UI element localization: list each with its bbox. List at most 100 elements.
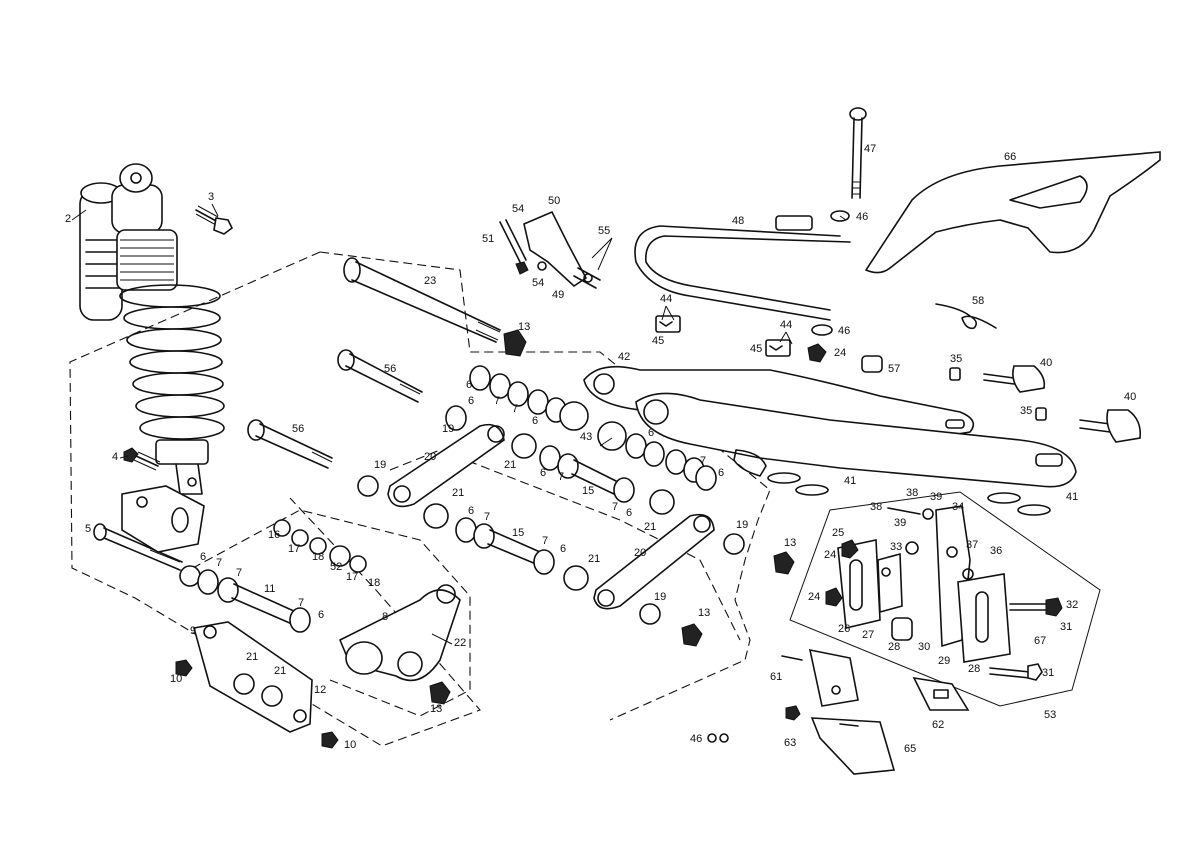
bushing-row-43 xyxy=(597,421,717,491)
label-12: 12 xyxy=(314,684,326,696)
spindle-23 xyxy=(343,257,527,357)
label-19c: 19 xyxy=(654,591,666,603)
pad-41c xyxy=(987,492,1021,504)
label-24b: 24 xyxy=(824,549,836,561)
brake-bracket xyxy=(499,210,601,289)
link-20-upper xyxy=(387,423,505,508)
label-22: 22 xyxy=(454,637,466,649)
label-33: 33 xyxy=(890,541,902,553)
label-67: 67 xyxy=(1034,635,1046,647)
label-2: 2 xyxy=(65,213,71,225)
label-7d: 7 xyxy=(542,535,548,547)
label-42: 42 xyxy=(618,351,630,363)
label-6h: 6 xyxy=(540,467,546,479)
label-41a: 41 xyxy=(844,475,856,487)
label-6i: 6 xyxy=(626,507,632,519)
label-7b: 7 xyxy=(298,597,304,609)
label-50: 50 xyxy=(548,195,560,207)
label-7i: 7 xyxy=(700,455,706,467)
label-27: 27 xyxy=(862,629,874,641)
label-6j: 6 xyxy=(648,427,654,439)
label-35a: 35 xyxy=(950,353,962,365)
pad-41d xyxy=(1017,504,1051,516)
label-46c: 46 xyxy=(690,733,702,745)
label-21b: 21 xyxy=(274,665,286,677)
label-45a: 45 xyxy=(652,335,664,347)
label-6k: 6 xyxy=(718,467,724,479)
label-15a: 15 xyxy=(512,527,524,539)
label-7f: 7 xyxy=(512,403,518,415)
pad-41b xyxy=(795,484,829,496)
bushing-row-middle xyxy=(423,503,589,591)
bushing-row-center xyxy=(511,433,675,515)
label-21c: 21 xyxy=(452,487,464,499)
shock-absorber xyxy=(79,163,225,495)
group-outline-53 xyxy=(789,491,1101,707)
label-10b: 10 xyxy=(344,739,356,751)
chain-guide-48 xyxy=(634,215,851,363)
label-6g: 6 xyxy=(532,415,538,427)
group-outline-center xyxy=(319,251,771,721)
label-10a: 10 xyxy=(170,673,182,685)
side-plate xyxy=(175,621,339,749)
swing-arm-42 xyxy=(583,365,1077,488)
label-21a: 21 xyxy=(246,651,258,663)
plate-27 xyxy=(877,552,903,614)
label-7e: 7 xyxy=(494,395,500,407)
label-54b: 54 xyxy=(532,277,544,289)
bushing-row-lower-left xyxy=(179,519,367,633)
label-39a: 39 xyxy=(930,491,942,503)
label-19d: 19 xyxy=(736,519,748,531)
label-5: 5 xyxy=(85,523,91,535)
label-40b: 40 xyxy=(1124,391,1136,403)
label-45b: 45 xyxy=(750,343,762,355)
bracket-61 xyxy=(781,648,859,707)
group-outline-link xyxy=(389,449,741,641)
label-13a: 13 xyxy=(430,703,442,715)
label-66: 66 xyxy=(1004,151,1016,163)
spring-clip-58 xyxy=(935,303,997,330)
label-8: 8 xyxy=(382,611,388,623)
bolt-38-39 xyxy=(887,507,934,520)
pad-41a xyxy=(767,472,801,484)
bolt-56a xyxy=(337,349,423,403)
label-62: 62 xyxy=(932,719,944,731)
label-35b: 35 xyxy=(1020,405,1032,417)
label-24a: 24 xyxy=(834,347,846,359)
label-7g: 7 xyxy=(558,471,564,483)
label-21f: 21 xyxy=(644,521,656,533)
label-25: 25 xyxy=(832,527,844,539)
label-46b: 46 xyxy=(838,325,850,337)
label-24c: 24 xyxy=(808,591,820,603)
plate-62 xyxy=(912,676,970,711)
bolt-56b xyxy=(247,419,333,469)
adjuster-plate-26b xyxy=(935,505,1011,663)
label-7c: 7 xyxy=(484,511,490,523)
bolt-32 xyxy=(1009,597,1063,617)
bolt-4 xyxy=(123,447,161,471)
bracket-plate xyxy=(121,485,205,553)
label-6e: 6 xyxy=(466,379,472,391)
label-37: 37 xyxy=(966,539,978,551)
label-47: 47 xyxy=(864,143,876,155)
label-43: 43 xyxy=(580,431,592,443)
part-labels: 2 3 4 5 6 7 7 11 7 6 8 9 10 10 12 13 22 … xyxy=(65,143,1136,755)
label-20b: 20 xyxy=(634,547,646,559)
washer-33 xyxy=(905,541,919,555)
clip-44-45-a xyxy=(655,315,681,333)
block-28 xyxy=(891,617,913,641)
label-41b: 41 xyxy=(1066,491,1078,503)
label-57: 57 xyxy=(888,363,900,375)
label-13b: 13 xyxy=(518,321,530,333)
label-30: 30 xyxy=(918,641,930,653)
adjuster-40b xyxy=(1035,407,1142,443)
label-19b: 19 xyxy=(374,459,386,471)
bushing-row-upper xyxy=(445,365,589,431)
label-18a: 18 xyxy=(312,551,324,563)
label-56b: 56 xyxy=(292,423,304,435)
bolt-5 xyxy=(93,523,183,571)
label-38b: 38 xyxy=(906,487,918,499)
label-17a: 17 xyxy=(288,543,300,555)
